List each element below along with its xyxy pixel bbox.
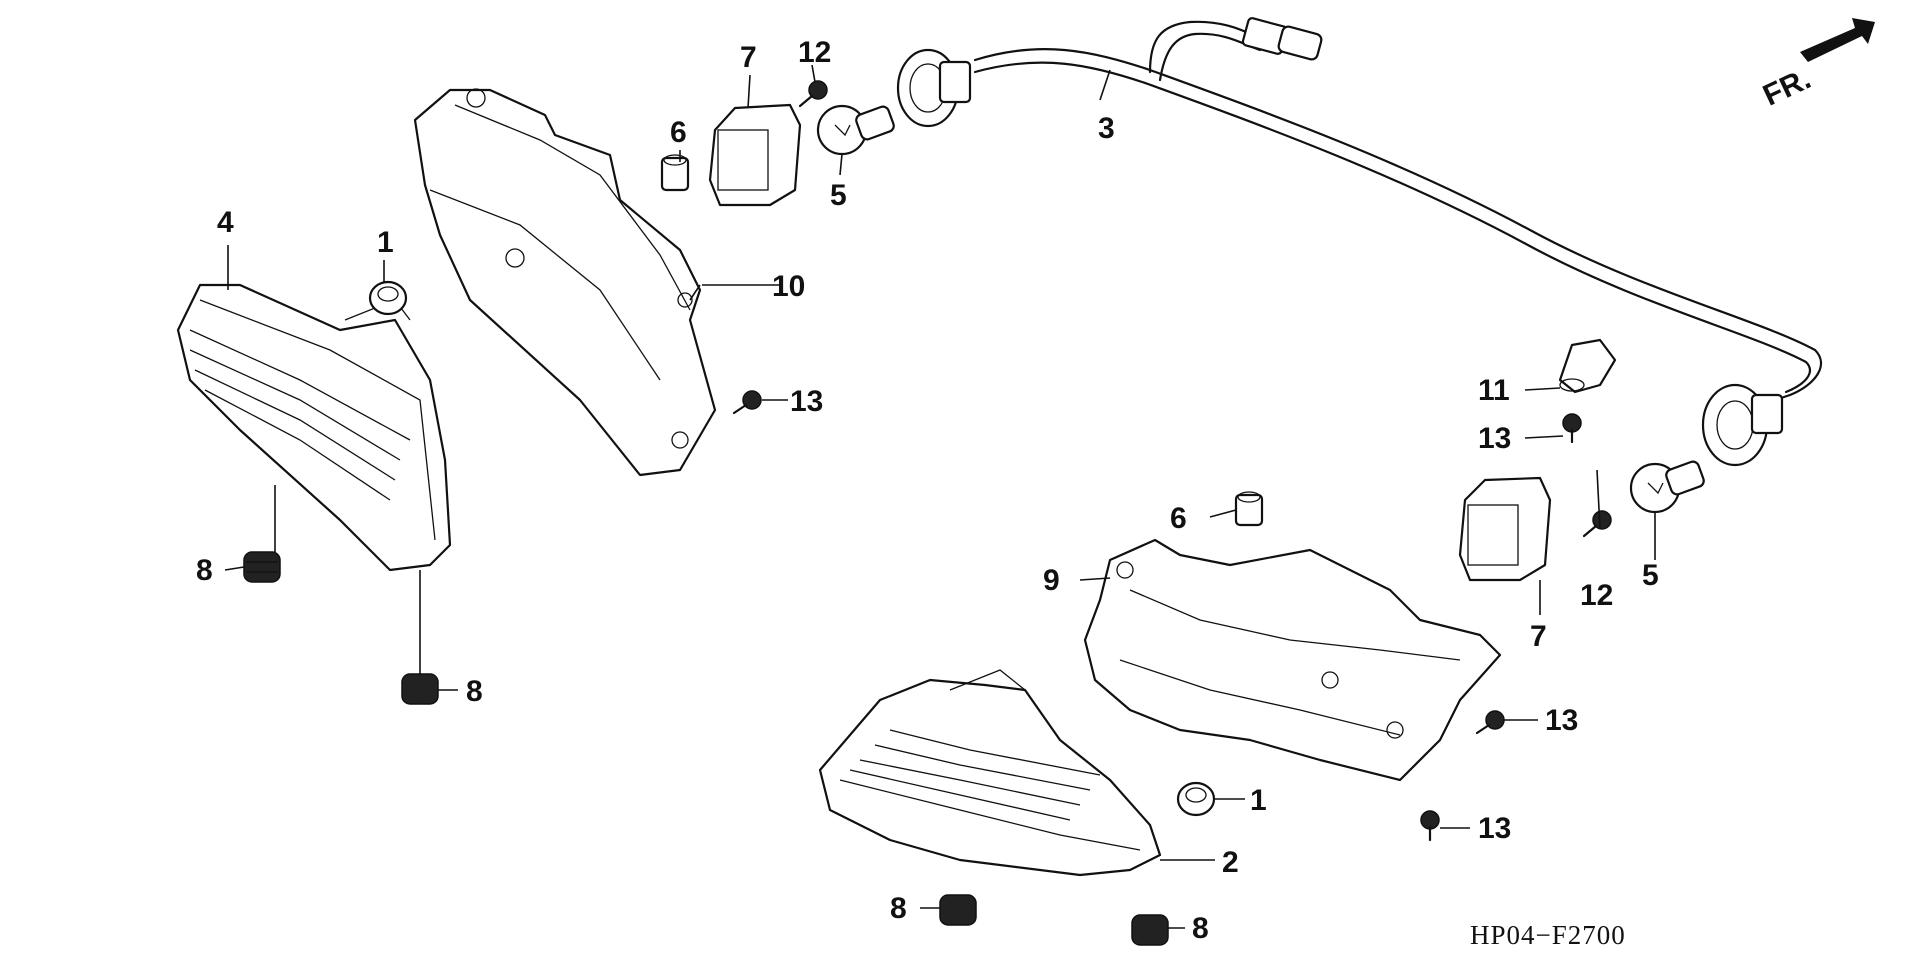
nut-lower bbox=[1234, 491, 1264, 527]
right-headlight bbox=[818, 669, 1162, 877]
callout-8-right-lower: 8 bbox=[1192, 912, 1209, 945]
callout-13-upper: 13 bbox=[790, 385, 823, 418]
callout-8-left-lower: 8 bbox=[466, 675, 483, 708]
upper-bracket bbox=[413, 88, 717, 477]
callout-2: 2 bbox=[1222, 846, 1239, 879]
grommet-2 bbox=[401, 673, 439, 705]
nut-upper bbox=[660, 154, 690, 192]
bulb-housing-upper bbox=[708, 103, 802, 207]
callout-13-clip: 13 bbox=[1478, 422, 1511, 455]
wire-harness bbox=[896, 17, 1822, 467]
leader-lines bbox=[224, 64, 1656, 929]
callout-1-upper: 1 bbox=[377, 226, 394, 259]
screw-12-upper bbox=[798, 80, 828, 108]
collar-lower bbox=[1176, 781, 1216, 817]
direction-label: FR. bbox=[1758, 62, 1816, 112]
drawing-code: HP04−F2700 bbox=[1470, 920, 1626, 950]
bulb-upper bbox=[816, 104, 895, 156]
grommet-1 bbox=[243, 551, 281, 583]
collar-upper bbox=[368, 280, 408, 316]
callout-11: 11 bbox=[1478, 374, 1510, 407]
callout-1-lower: 1 bbox=[1250, 784, 1267, 817]
callout-8-right: 8 bbox=[890, 892, 907, 925]
left-headlight bbox=[176, 283, 452, 572]
screw-13-upper bbox=[732, 390, 762, 415]
callout-10: 10 bbox=[772, 270, 805, 303]
lower-bracket bbox=[1083, 538, 1502, 782]
screw-13-clip bbox=[1562, 413, 1582, 444]
callout-4: 4 bbox=[217, 206, 234, 239]
screw-13-bracket bbox=[1475, 710, 1505, 735]
bulb-housing-lower bbox=[1458, 476, 1552, 582]
callout-8-left: 8 bbox=[196, 554, 213, 587]
callout-9: 9 bbox=[1043, 564, 1060, 597]
front-direction-arrow: FR. bbox=[1758, 18, 1875, 113]
wire-clip bbox=[1558, 338, 1617, 394]
callout-7-lower: 7 bbox=[1530, 620, 1547, 653]
callout-7-upper: 7 bbox=[740, 41, 757, 74]
callout-13-bracket: 13 bbox=[1545, 704, 1578, 737]
callout-12-upper: 12 bbox=[798, 36, 831, 69]
grommet-4 bbox=[1131, 914, 1169, 946]
callout-12-lower: 12 bbox=[1580, 579, 1613, 612]
callout-5-upper: 5 bbox=[830, 179, 847, 212]
callouts: 4 1 6 7 12 5 3 10 13 8 8 9 6 11 13 12 5 … bbox=[196, 36, 1659, 945]
callout-6-lower: 6 bbox=[1170, 502, 1187, 535]
callout-5-lower: 5 bbox=[1642, 559, 1659, 592]
bulb-lower bbox=[1629, 460, 1705, 514]
screw-12-lower bbox=[1582, 510, 1612, 538]
callout-3: 3 bbox=[1098, 112, 1115, 145]
grommet-3 bbox=[939, 894, 977, 926]
callout-13-bottom: 13 bbox=[1478, 812, 1511, 845]
screw-13-bottom bbox=[1420, 810, 1440, 842]
callout-6-upper: 6 bbox=[670, 116, 687, 149]
